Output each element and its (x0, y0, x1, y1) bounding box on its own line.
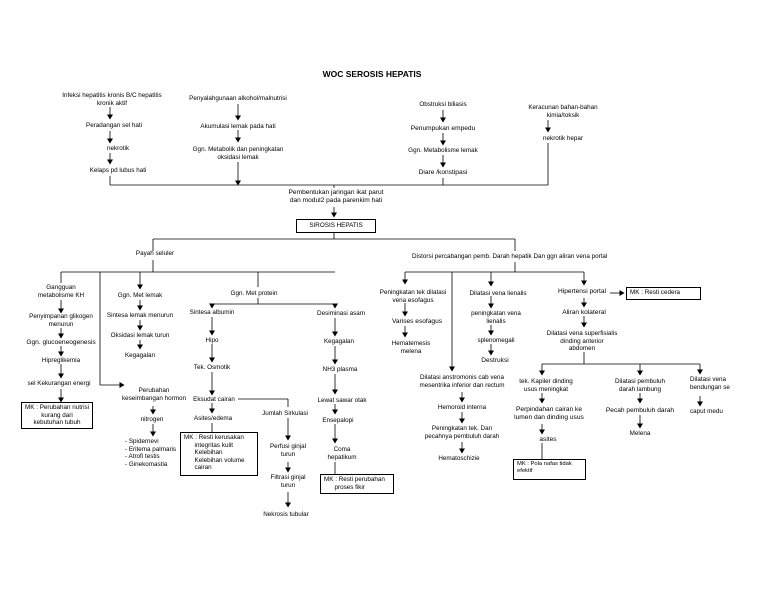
hipreglikemia: Hipreglikemia (41, 357, 81, 364)
mk-perubahan-nutrisi-box: MK : Perubahan nutrisi kurang dari kebut… (21, 402, 93, 429)
splenomegali: splenomegali (477, 337, 515, 344)
varises-esofagus: Varises esofagus (391, 318, 443, 325)
ggn-glucoeneogenesis: Ggn. glucoeneogenesis (26, 339, 96, 346)
distorsi-percabangan: Distorsi percabangan pemb. Darah hepatik… (412, 253, 608, 260)
dilatasi-pembuluh-lambung: Dilatasi pembuluh darah lambung (614, 378, 666, 393)
dilatasi-vena-superfisialis: Dilatasi vena superfisialis dinding ante… (546, 330, 618, 353)
destruksi: Destruksi (481, 357, 509, 364)
mk-pola-nafas-box: MK : Pola nafas tidak efektif (513, 459, 586, 480)
melena: Melena (629, 430, 651, 437)
ggn-met-lemak: Ggn. Met lemak (117, 292, 163, 299)
hipo: Hipo (205, 337, 219, 344)
aliran-kolateral: Aliran kolateral (562, 309, 606, 316)
mk-resti-cedera: MK : Resti cedera (630, 289, 681, 296)
ggn-metabolisme-lemak: Ggn. Metabolisme lemak (408, 147, 478, 154)
peningkatan-vena-lienalis: peningkatan vena lienalis (471, 310, 521, 325)
cause-infeksi-hepatitis: Infeksi hepatitis kronis B/C hepatitis k… (62, 92, 161, 107)
hematoschizie: Hematoschizie (438, 455, 480, 462)
kegagalan-asam: Kegagalan (323, 338, 355, 345)
kelaps-lubus-hati: Kelaps pd lubus hati (89, 167, 147, 174)
hematemesis-melena: Hematemesis melena (391, 340, 431, 355)
penyimpanan-glikogen: Penyimpanan glikogen menurun (29, 313, 93, 328)
mk-resti-cedera-box: MK : Resti cedera (626, 287, 701, 300)
oksidasi-lemak-turun: Oksidasi lemak turun (110, 332, 170, 339)
caput-medu: caput medu (690, 408, 723, 415)
filtrasi-ginjal: Filtrasi ginjal turun (270, 474, 306, 489)
cause-obstruksi-biliasis: Obstruksi biliasis (419, 101, 467, 108)
mk-resti-proses-fikir-box: MK : Resti perubahan proses fikir (320, 474, 394, 494)
peradangan-sel-hati: Peradangan sel hati (85, 122, 143, 129)
ggn-metabolik: Ggn. Metabolik dan peningkatan oksidasi … (192, 146, 284, 161)
akumulasi-lemak: Akumulasi lemak pada hati (200, 123, 276, 130)
mk-pola-nafas: MK : Pola nafas tidak efektif (517, 461, 572, 474)
jumlah-sirkulasi: Jumlah Sirkulasi (262, 410, 308, 417)
perfusi-ginjal: Perfusi ginjal turun (269, 443, 307, 458)
nekrotik: nekrotik (106, 145, 130, 152)
asites-edema: Asites/edema (193, 415, 233, 422)
peningkatan-tek-dilatasi: Peningkatan tek dilatasi vena esofagus (379, 289, 447, 304)
diare-konstipasi: Diare /konstipasi (418, 169, 468, 176)
cause-text: Infeksi hepatitis kronis B/C hepatitis k… (62, 92, 162, 107)
ensepalopi: Ensepalopi (322, 417, 354, 424)
peningkatan-tek-pecahnya: Peningkatan tek. Dan pecahnya pembuluh d… (424, 425, 500, 440)
eksudat-cairan: Eksudat cairan (193, 396, 235, 403)
hemoroid-interna: Hemoroid interna (437, 404, 487, 411)
mk-resti-kerusakan: MK : Resti kerusakan integritas kulit Ke… (184, 434, 245, 472)
mk-resti-kerusakan-box: MK : Resti kerusakan integritas kulit Ke… (180, 432, 258, 476)
asites-kapiler: asites (539, 436, 557, 443)
coma-hepatikum: Coma hepatikum (327, 446, 357, 461)
cause-keracunan: Keracunan bahan-bahan kimia/toksik (528, 104, 598, 119)
pembentukan-jaringan-ikat: Pembentukan jaringan ikat parut dan modu… (288, 189, 384, 205)
mk-resti-proses-fikir: MK : Resti perubahan proses fikir (324, 476, 385, 491)
sel-kekurangan-energi: sel Kekurangan energi (27, 380, 91, 387)
cause-alkohol-malnutrisi: Penyalahgunaan alkohol/malnutrisi (189, 95, 287, 102)
kegagalan-lemak: Kegagalan (124, 352, 156, 359)
nekrotik-hepar: nekrotik hepar (543, 135, 583, 142)
tek-kapiler-dinding-usus: tek. Kapiler dinding usus meningkat (519, 378, 573, 393)
diagram-title: WOC SEROSIS HEPATIS (322, 69, 422, 79)
perpindahan-cairan: Perpindahan cairan ke lumen dan dinding … (514, 406, 584, 422)
dilatasi-anstromonis: Dilatasi anstromonis cab vena mesentrika… (419, 374, 505, 389)
perubahan-keseimbangan-hormon: Perubahan keseimbangan hormon (121, 387, 187, 402)
mk-perubahan-nutrisi: MK : Perubahan nutrisi kurang dari kebut… (25, 404, 90, 427)
pecah-pembuluh-darah: Pecah pembuluh darah (605, 407, 675, 414)
desiminasi-asam: Desiminasi asam (317, 310, 365, 317)
sintesa-albumin: Sintesa albumin (189, 309, 235, 316)
sirosis-hepatis-label: SIROSIS HEPATIS (309, 222, 363, 229)
gangguan-metabolisme-kh: Gangguan metabolisme KH (37, 284, 85, 299)
sintesa-lemak-menurun: Sintesa lemak menurun (106, 312, 174, 319)
payah-seluler: Payah seluler (135, 250, 175, 257)
hormon-signs: - Spidernevi - Eritema palmaris - Atrofi… (125, 438, 177, 469)
tek-osmotik: Tek. Osmotik (193, 364, 231, 371)
dilatasi-vena-lienalis: Dilatasi vena lienalis (469, 290, 527, 297)
ggn-met-protein: Ggn. Met protein (230, 290, 278, 297)
dilatasi-vena-bendungan: Dilatasi vena bendungan se (690, 376, 730, 391)
nitrogen: nitrogen (140, 416, 164, 423)
nekrosis-tubular: Nekrosis tubular (263, 511, 309, 518)
sirosis-hepatis-box: SIROSIS HEPATIS (296, 219, 376, 233)
nh3-plasma: NH3 plasma (322, 366, 358, 373)
penumpukan-empedu: Penumpukan empedu (410, 125, 476, 132)
lewat-sawar-otak: Lewat sawar otak (317, 397, 367, 404)
hipertensi-portal: Hipertensi portal (557, 288, 607, 295)
